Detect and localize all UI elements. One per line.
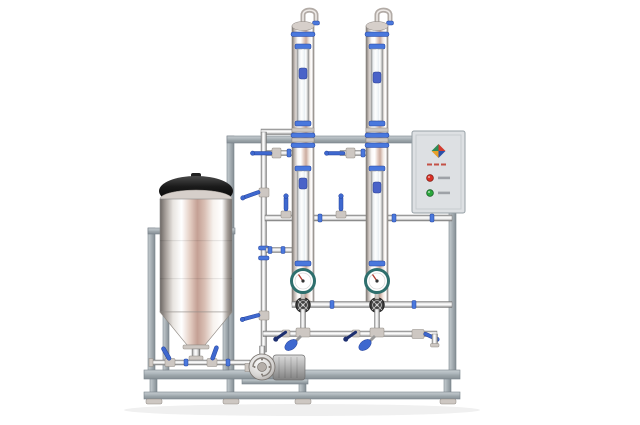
- brand-text-mark: [427, 163, 446, 166]
- sightglass-cap: [294, 165, 312, 172]
- manifold-clamp: [317, 213, 323, 223]
- glass-shine: [302, 49, 304, 121]
- column-top-bend-shine: [302, 9, 317, 26]
- sightglass-cap: [294, 120, 312, 127]
- floor-shadow: [124, 404, 480, 416]
- butterfly-valve-left: [295, 297, 311, 313]
- diaphragm-valve-left: [284, 327, 311, 351]
- lower-manifold: lower discharge manifold: [262, 297, 453, 351]
- column-clamp: [364, 31, 390, 37]
- drain-clamp: [225, 358, 231, 367]
- column-top-cap: [365, 21, 389, 31]
- column-top-bend-shine: [376, 9, 391, 26]
- glass-shine: [376, 171, 378, 261]
- glass-shine: [302, 171, 304, 261]
- drain-end-cap: [148, 358, 154, 367]
- upper-manifold: upper transfer manifold: [264, 193, 453, 223]
- pressure-gauge-right: pressure gauge: [364, 268, 390, 300]
- panel-door[interactable]: [415, 134, 462, 210]
- conical-tank: conical stainless tank: [159, 173, 233, 371]
- column-flange: [291, 137, 315, 143]
- drain-line: tank drain valve train: [148, 345, 251, 367]
- branch-clamp: [267, 246, 273, 254]
- frame-foot-pad: [439, 398, 457, 405]
- manifold-clamp: [411, 300, 417, 309]
- pressure-gauge-left: pressure gauge: [290, 268, 316, 300]
- membrane-column-right: membrane column with sight glasses: [364, 7, 394, 309]
- frame-foot-pad: [294, 398, 312, 405]
- centrifugal-pump: centrifugal pump with motor: [241, 345, 309, 385]
- sightglass-cap: [368, 165, 386, 172]
- manifold-clamp: [429, 213, 435, 223]
- column-flange: [291, 127, 315, 133]
- manifold-valve-1: [280, 193, 292, 219]
- control-panel: control panel with indicator lights: [411, 130, 466, 214]
- feed-valve-mid: [240, 187, 270, 201]
- sightglass-cap: [368, 260, 386, 267]
- bend-clamp: [386, 20, 394, 26]
- membrane-column-left: membrane column with sight glasses: [290, 7, 320, 309]
- column-inlet-left: [250, 147, 293, 159]
- column-inlet-right: [324, 147, 367, 159]
- sightglass-cap: [368, 43, 386, 50]
- column-top-cap: [291, 21, 315, 31]
- ball-valve-lever-2: [343, 329, 361, 342]
- glass-shine: [376, 49, 378, 121]
- diaphragm-valve-right: [358, 327, 385, 351]
- column-clamp: [364, 132, 390, 138]
- sightglass-cap: [368, 120, 386, 127]
- level-float: [372, 181, 382, 194]
- column-clamp: [364, 142, 390, 148]
- run-indicator-light[interactable]: [426, 189, 434, 197]
- tank-weld-seam: [160, 240, 232, 242]
- ball-valve-lever-1: [273, 329, 291, 342]
- tank-cone: [159, 311, 233, 346]
- column-clamp: [290, 142, 316, 148]
- level-float: [298, 67, 308, 80]
- column-clamp: [290, 132, 316, 138]
- tank-weld-seam: [160, 278, 232, 280]
- brand-logo-icon: [431, 144, 446, 158]
- column-flange: [365, 137, 389, 143]
- end-elbow: [431, 333, 438, 345]
- manifold-clamp: [329, 300, 335, 309]
- tank-cone-flange: [182, 344, 210, 350]
- drain-valve-1: [161, 346, 176, 367]
- drain-valve-2: [206, 345, 219, 367]
- drain-clamp: [183, 358, 189, 367]
- upper-manifold-pipe: [264, 214, 453, 222]
- frame-foot-pad: [145, 398, 163, 405]
- feed-valve-low: [239, 310, 270, 322]
- level-float: [372, 71, 382, 84]
- bend-clamp: [312, 20, 320, 26]
- manifold-clamp: [391, 213, 397, 223]
- manifold-valve-2: [335, 193, 347, 219]
- column-clamp: [290, 31, 316, 37]
- pump-spiral: [252, 357, 272, 377]
- column-flange: [365, 127, 389, 133]
- pump-hub: [257, 362, 267, 372]
- power-indicator-light[interactable]: [426, 174, 434, 182]
- frame-foot-pad: [222, 398, 240, 405]
- feed-line: feed pipe with sanitary valves: [239, 128, 295, 353]
- indicator-label: [438, 176, 450, 180]
- branch-clamp: [280, 246, 286, 254]
- indicator-label: [438, 191, 450, 195]
- panel-enclosure: [411, 130, 466, 214]
- end-cap: [430, 343, 440, 348]
- feed-clamp: [258, 255, 270, 261]
- tank-shell: [159, 198, 233, 313]
- sightglass-cap: [294, 260, 312, 267]
- pump-motor: [272, 354, 306, 381]
- sightglass-cap: [294, 43, 312, 50]
- level-float: [298, 177, 308, 190]
